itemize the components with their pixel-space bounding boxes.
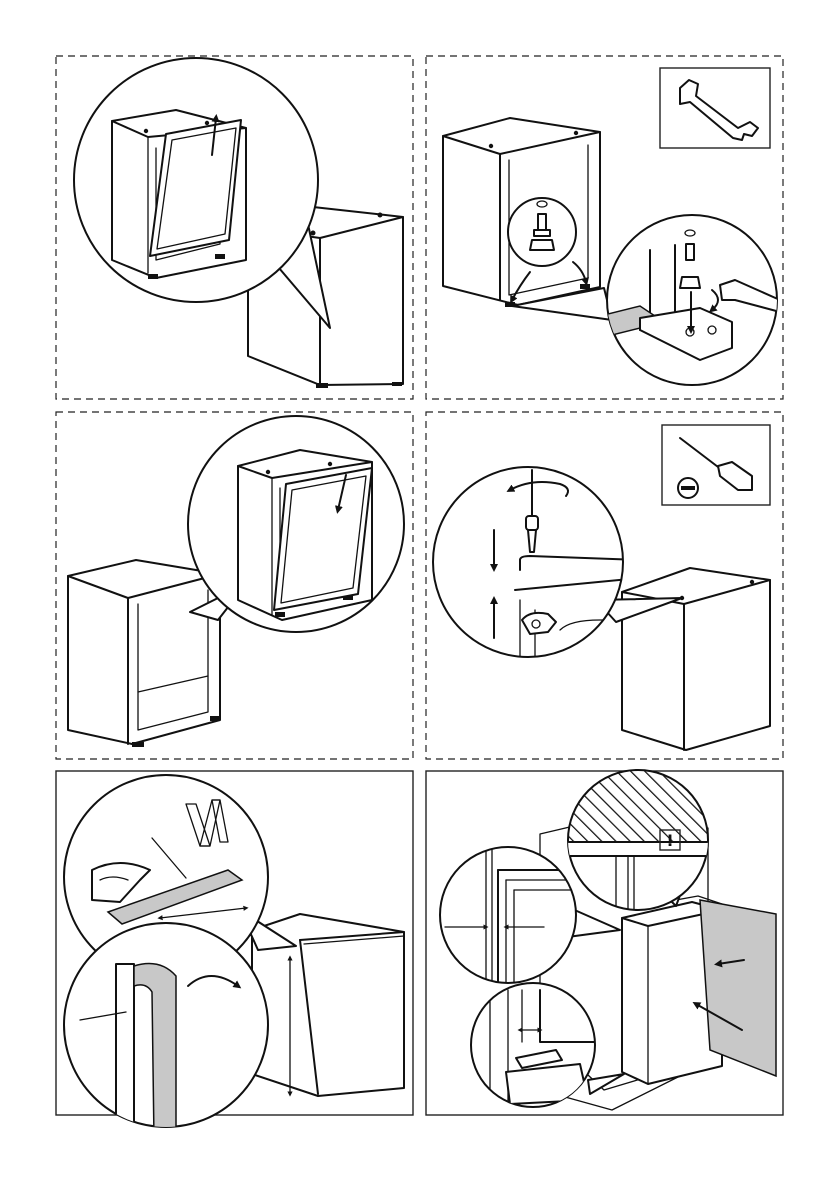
panel-2 xyxy=(426,56,783,399)
panel-5 xyxy=(56,771,413,1140)
panel-6: ! xyxy=(426,770,783,1115)
screwdriver-icon xyxy=(662,425,770,505)
cabinet-open xyxy=(68,560,220,747)
panel-1 xyxy=(56,56,413,399)
cabinet-with-feet xyxy=(443,118,600,307)
wrench-icon xyxy=(660,68,770,148)
gap-detail-circle-side xyxy=(440,847,576,983)
decor-door-panel xyxy=(700,900,776,1076)
panel-3 xyxy=(56,412,413,759)
decor-door-panel xyxy=(274,468,372,610)
panel-4 xyxy=(426,412,783,759)
cabinet-closed xyxy=(622,568,770,750)
svg-text:!: ! xyxy=(666,831,673,850)
